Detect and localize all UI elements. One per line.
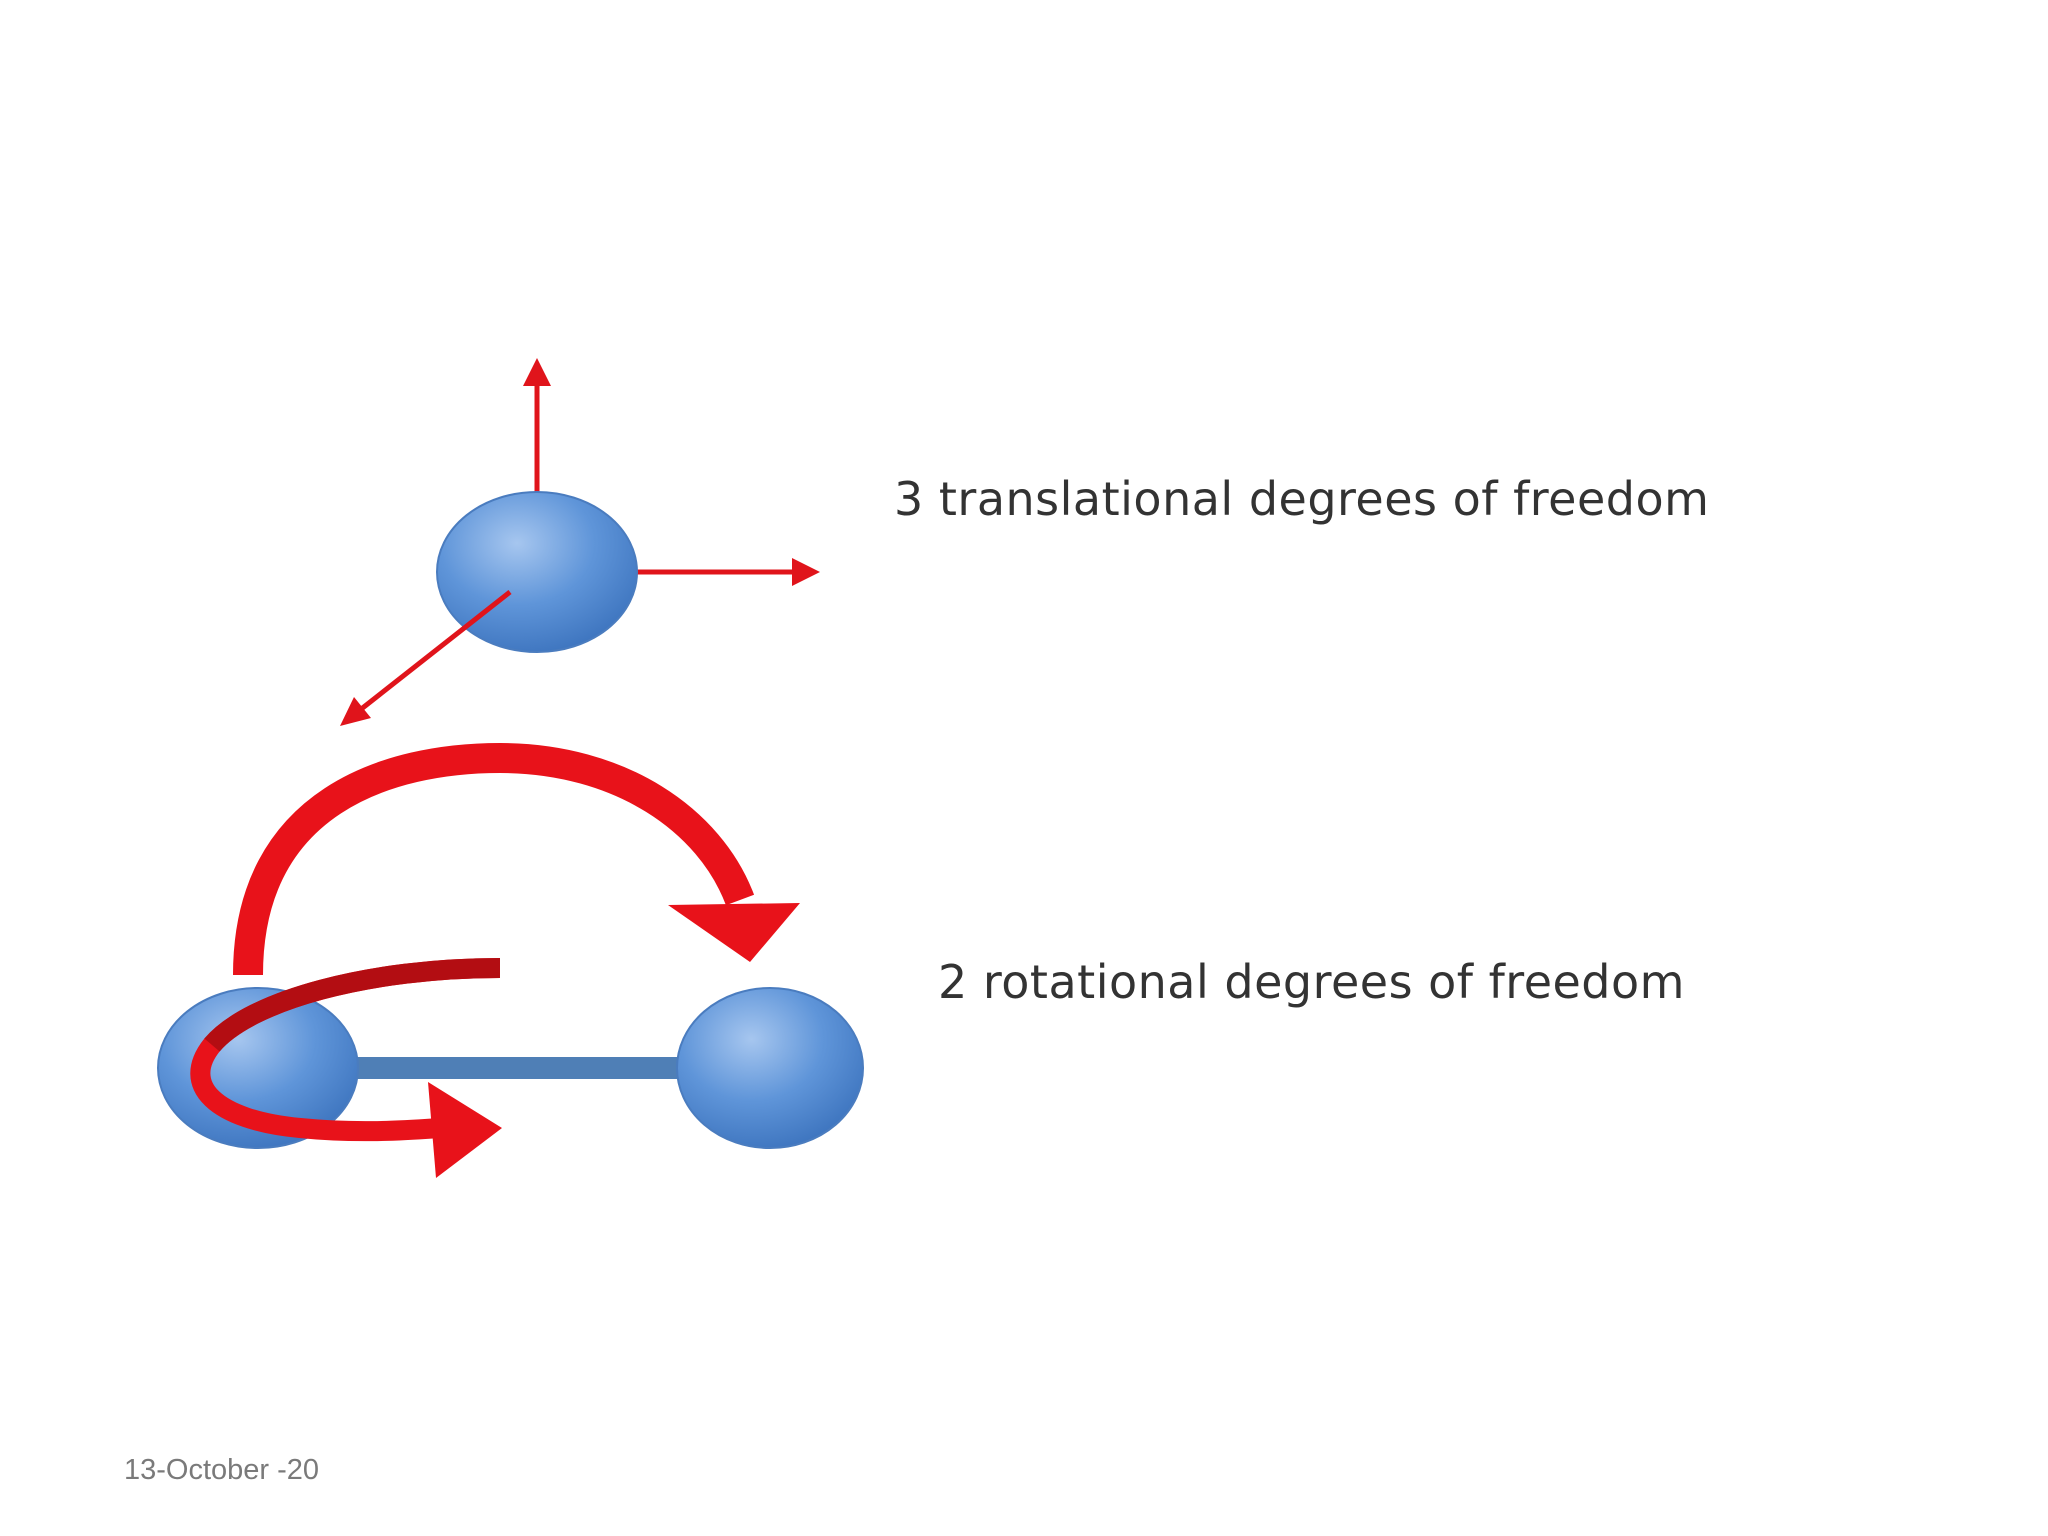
- rotational-dof-label: 2 rotational degrees of freedom: [938, 955, 1685, 1009]
- atom-right: [676, 987, 864, 1149]
- curved-arrow-icon: [233, 742, 755, 976]
- translational-group: [340, 358, 820, 726]
- arrow-down-left-head: [340, 697, 371, 726]
- bond: [330, 1057, 700, 1079]
- arrow-down-left-icon: [358, 590, 512, 712]
- footer-date: 13-October -20: [124, 1454, 320, 1486]
- arrow-right-head: [792, 558, 820, 586]
- rotational-group: [157, 742, 864, 1178]
- rotation-arrow-head: [428, 1082, 502, 1178]
- rotation-arrow-dark-section: [204, 958, 501, 1052]
- arrow-up-head: [523, 358, 551, 386]
- translational-dof-label: 3 translational degrees of freedom: [894, 472, 1710, 526]
- curved-arrow-head: [668, 903, 800, 962]
